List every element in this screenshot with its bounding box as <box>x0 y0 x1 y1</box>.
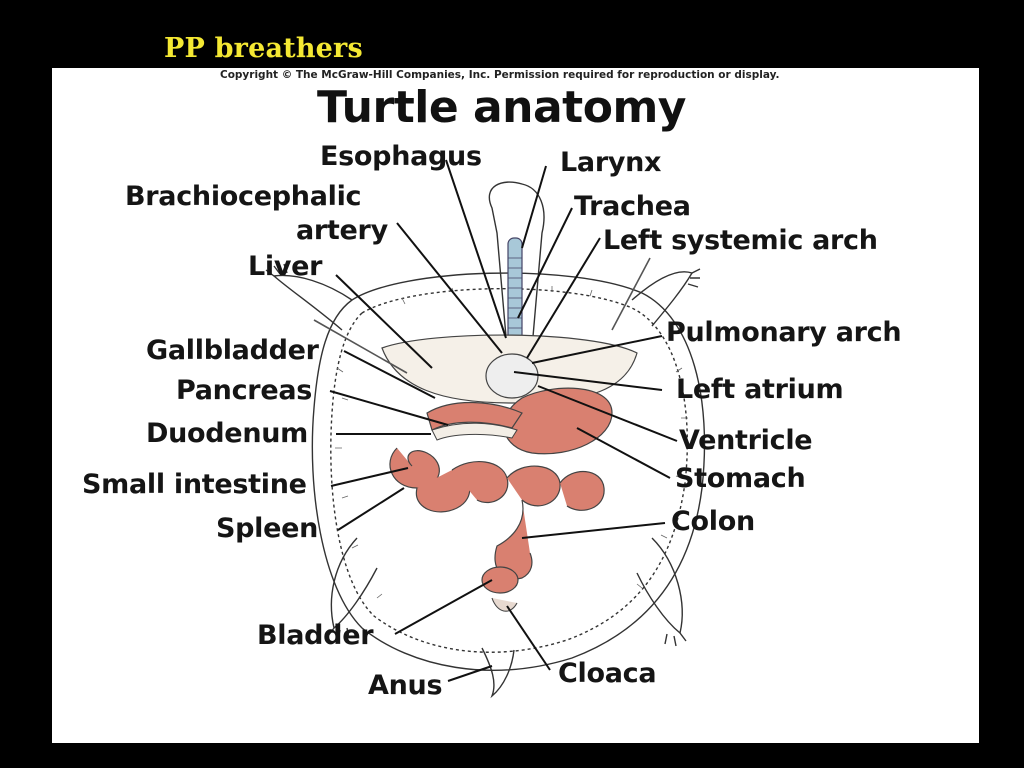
head-outline <box>488 181 545 349</box>
label-pulmonary-arch: Pulmonary arch <box>666 317 902 348</box>
label-bladder: Bladder <box>257 620 374 651</box>
label-duodenum: Duodenum <box>146 418 308 449</box>
label-colon: Colon <box>671 506 755 537</box>
label-brachiocephalic-artery: artery <box>296 215 388 246</box>
turtle-illustration <box>265 159 706 699</box>
leader-lines <box>329 159 678 682</box>
label-ventricle: Ventricle <box>679 425 813 456</box>
pancreas-shape <box>431 422 518 441</box>
hind-right-limb <box>636 537 683 635</box>
trachea-tube <box>507 237 523 349</box>
label-larynx: Larynx <box>560 147 662 178</box>
shell-outline <box>311 272 706 671</box>
label-brachiocephalic: Brachiocephalic <box>125 181 362 212</box>
bladder-shape <box>481 566 519 594</box>
label-esophagus: Esophagus <box>320 141 482 172</box>
label-liver: Liver <box>248 251 323 282</box>
label-anus: Anus <box>368 670 443 701</box>
label-stomach: Stomach <box>675 463 806 494</box>
hind-left-limb <box>330 537 378 630</box>
label-pancreas: Pancreas <box>176 375 313 406</box>
label-trachea: Trachea <box>574 191 691 222</box>
tail-outline <box>481 647 515 699</box>
label-gallbladder: Gallbladder <box>146 335 319 366</box>
copyright-notice: Copyright © The McGraw-Hill Companies, I… <box>220 69 780 81</box>
heart-shape <box>485 353 539 399</box>
figure-panel: Copyright © The McGraw-Hill Companies, I… <box>52 68 979 743</box>
label-cloaca: Cloaca <box>558 658 657 689</box>
label-spleen: Spleen <box>216 513 319 544</box>
small-intestine-loops <box>389 447 605 513</box>
slide-title: PP breathers <box>164 33 363 64</box>
front-left-limb <box>272 274 353 331</box>
cloaca-shape <box>491 597 518 612</box>
figure-title: Turtle anatomy <box>317 82 686 133</box>
label-small-intestine: Small intestine <box>82 469 307 500</box>
label-left-systemic-arch: Left systemic arch <box>603 225 878 256</box>
duodenum-shape <box>426 401 523 431</box>
label-left-atrium: Left atrium <box>676 374 844 405</box>
